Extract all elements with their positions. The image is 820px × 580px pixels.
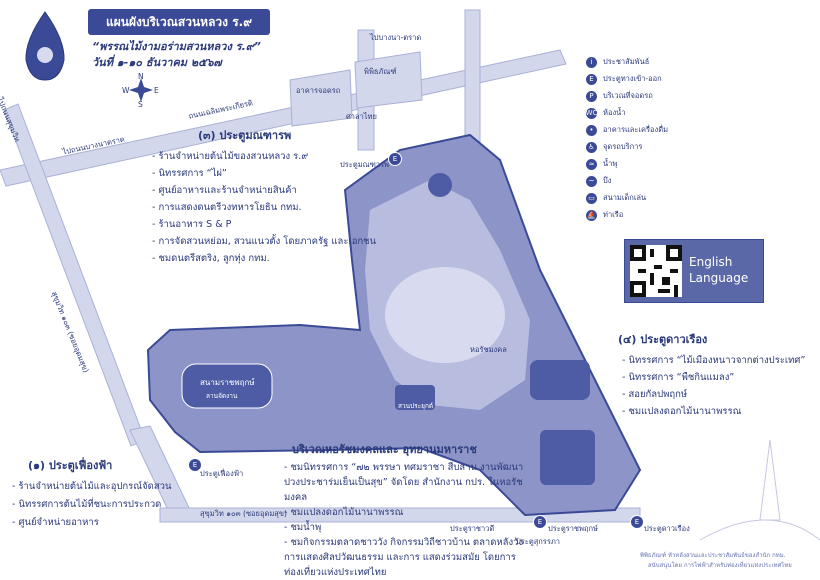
gate1-item: - ศูนย์จำหน่ายอาหาร: [12, 517, 99, 528]
legend-icon: i: [586, 56, 597, 68]
gate3-item: - นิทรรศการ “ไผ่”: [152, 168, 227, 179]
legend-row: ▭ สนามเด็กเล่น: [586, 192, 646, 204]
road-label-udomsuk-bottom: สุขุมวิท ๑๐๓ (ซอยอุดมสุข): [200, 509, 287, 518]
building-label-office: ศาลาไทย: [346, 112, 377, 121]
qr-code: [630, 245, 682, 297]
footer-line1: พิพิธภัณฑ์ หัวหลังสวนและประชาสัมพันธ์ของ…: [640, 552, 786, 559]
building-label-museum: พิพิธภัณฑ์: [364, 67, 397, 76]
english-line1: English: [689, 255, 733, 269]
gate3-item: - การจัดสวนหย่อม, สวนแนวตั้ง โดยภาครัฐ แ…: [152, 236, 377, 247]
center-list: - ชมนิทรรศการ “๗๒ พรรษา ทศมราชา สืบสาน ง…: [284, 460, 524, 580]
legend-row: • อาคารและเครื่องดื่ม: [586, 124, 668, 136]
gate3-heading: (๓) ประตูมณฑารพ: [198, 129, 292, 142]
english-line2: Language: [689, 271, 749, 285]
gate4-item: - สอยกัลปพฤกษ์: [622, 389, 688, 400]
legend-label: สนามเด็กเล่น: [603, 193, 647, 202]
building-label-parking: อาคารจอดรถ: [296, 86, 341, 95]
gate-label-daoruang: ประตูดาวเรือง: [644, 524, 690, 533]
gate1-item: - ร้านจำหน่ายต้นไม้และอุปกรณ์จัดสวน: [12, 481, 172, 492]
gate-label-feuangfa: ประตูเฟื่องฟ้า: [200, 469, 244, 478]
legend-icon: ~: [586, 175, 597, 187]
gate3-item: - การแสดงดนตรีวงทหารโยธิน กทม.: [152, 202, 302, 213]
legend-label: ประตูทางเข้า-ออก: [603, 74, 662, 83]
gate4-list: - นิทรรศการ “ไม้เมืองหนาวจากต่างประเทศ” -…: [622, 352, 817, 420]
gate-label-rachaphruek: ประตูราชพฤกษ์: [548, 524, 598, 533]
gate4-heading: (๔) ประตูดาวเรือง: [618, 333, 708, 346]
compass-s: S: [138, 100, 143, 109]
road-label-top: ไปบางนา-ตราด: [370, 33, 422, 42]
stadium-sublabel: ลานจัดงาน: [206, 392, 238, 400]
gate-label-sukanya: ประตูสุกรรภา: [516, 537, 561, 546]
gate3-list: - ร้านจำหน่ายต้นไม้ของสวนหลวง ร.๙ - นิทรร…: [152, 148, 392, 267]
gate3-item: - ชมดนตรีสตริง, ลูกทุ่ง กทม.: [152, 253, 270, 264]
compass-w: W: [122, 86, 130, 95]
road-network: [0, 9, 641, 523]
legend-label: บึง: [603, 176, 612, 185]
legend-row: ≈ น้ำพุ: [586, 158, 617, 170]
legend-label: น้ำพุ: [603, 159, 618, 168]
event-title: “พรรณไม้งามอร่ามสวนหลวง ร.๙”: [92, 40, 261, 53]
legend-icon: E: [586, 73, 597, 85]
gate1-list: - ร้านจำหน่ายต้นไม้และอุปกรณ์จัดสวน - นิท…: [12, 478, 192, 532]
gate3-item: - ร้านอาหาร S & P: [152, 219, 232, 230]
legend-icon: WC: [585, 107, 598, 119]
map-title: แผนผังบริเวณสวนหลวง ร.๙: [88, 9, 270, 35]
legend-label: จุดรถบริการ: [603, 142, 643, 151]
gate-marker-montharop: E: [388, 152, 402, 166]
legend-icon: ⛵: [586, 209, 597, 221]
gate-label-rachawadee: ประตูราชาวดี: [450, 524, 495, 533]
center-item: - ชมนิทรรศการ “๗๒ พรรษา ทศมราชา สืบสาน ง…: [284, 462, 524, 503]
center-item: - ชมกิจกรรมตลาดชาววัง กิจกรรมวิถีชาวบ้าน…: [284, 537, 524, 578]
legend-label: ห้องน้ำ: [603, 108, 626, 117]
gate1-item: - นิทรรศการต้นไม้ที่ชนะการประกวด: [12, 499, 162, 510]
legend-icon: •: [586, 124, 597, 136]
legend-icon: ≈: [586, 158, 597, 170]
legend-row: P บริเวณที่จอดรถ: [586, 90, 653, 102]
legend-row: E ประตูทางเข้า-ออก: [586, 73, 662, 85]
emblem-logo: [25, 11, 65, 81]
park-area: [146, 133, 642, 517]
compass-n: N: [138, 72, 144, 81]
gate-marker-feuangfa: E: [188, 458, 202, 472]
legend-row: i ประชาสัมพันธ์: [586, 56, 649, 68]
legend-icon: ▭: [586, 192, 597, 204]
legend-label: อาคารและเครื่องดื่ม: [603, 125, 669, 134]
compass-icon: [129, 78, 153, 102]
gate4-item: - นิทรรศการ “พืชกินแมลง”: [622, 372, 735, 383]
gate3-item: - ร้านจำหน่ายต้นไม้ของสวนหลวง ร.๙: [152, 151, 309, 162]
legend-label: ท่าเรือ: [603, 210, 624, 219]
legend-label: บริเวณที่จอดรถ: [603, 91, 653, 100]
gate-marker-daoruang: E: [630, 515, 644, 529]
compass-e: E: [154, 86, 159, 95]
gate4-item: - นิทรรศการ “ไม้เมืองหนาวจากต่างประเทศ”: [622, 355, 806, 366]
footer-line2: สนับสนุนโดย การไฟฟ้าสำหรับท่องเที่ยวแห่ง…: [648, 562, 792, 569]
legend-label: ประชาสัมพันธ์: [603, 57, 650, 66]
legend-row: ~ บึง: [586, 175, 611, 187]
center-heading: บริเวณหอรัชมงคลและ อุทยานมหาราช: [292, 443, 477, 456]
center-item: - ชมแปลงดอกไม้นานาพรรณ: [284, 507, 404, 518]
center-item: - ชมน้ำพุ: [284, 522, 322, 533]
gate1-heading: (๑) ประตูเฟื่องฟ้า: [28, 459, 113, 472]
garden-label: สวนประยุกต์: [398, 402, 434, 410]
gate-marker-rachawadee: E: [533, 515, 547, 529]
legend-row: ⛵ ท่าเรือ: [586, 209, 623, 221]
gate4-item: - ชมแปลงดอกไม้นานาพรรณ: [622, 406, 742, 417]
legend-icon: ♿: [586, 141, 597, 153]
hall-label: หอรัชมงคล: [470, 345, 507, 354]
stadium-label: สนามราชพฤกษ์: [200, 378, 255, 387]
gate-label-top: ประตูมณฑารพ: [340, 160, 389, 169]
event-date: วันที่ ๑-๑๐ ธันวาคม ๒๕๖๗: [92, 56, 222, 69]
legend-row: ♿ จุดรถบริการ: [586, 141, 642, 153]
gate3-item: - ศูนย์อาหารและร้านจำหน่ายสินค้า: [152, 185, 297, 196]
legend-row: WC ห้องน้ำ: [586, 107, 625, 119]
monument-illustration: [699, 439, 820, 541]
legend-icon: P: [586, 90, 597, 102]
